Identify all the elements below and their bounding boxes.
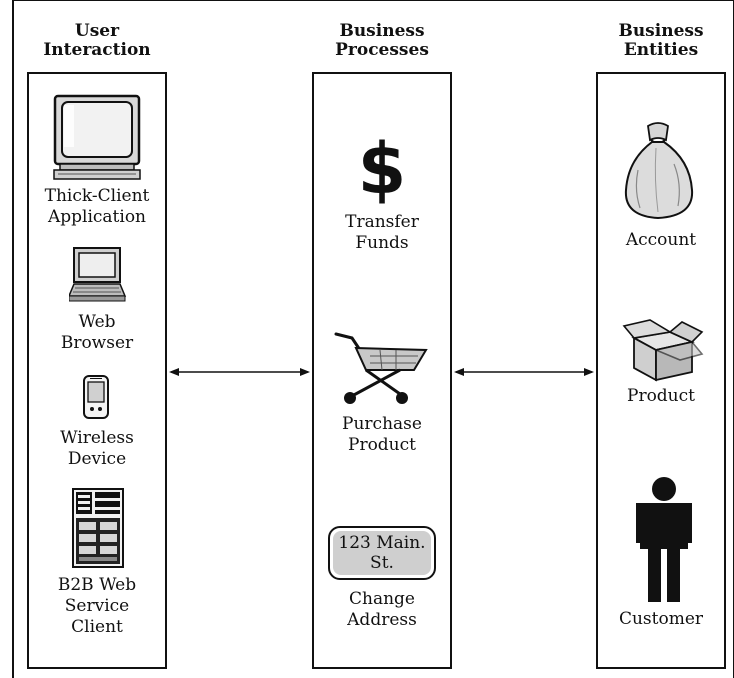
title-line: Processes [335, 40, 429, 60]
label-line: 123 Main. [338, 533, 426, 553]
bidirectional-arrow-right [454, 368, 594, 376]
label-b2b-web-service-client: B2B Web Service Client [27, 575, 167, 638]
dollar-icon: $ [357, 128, 407, 210]
address-label-text: 123 Main. St. [333, 531, 431, 575]
money-bag-icon [624, 122, 694, 220]
label-line: B2B Web [57, 575, 137, 595]
title-line: User [74, 21, 120, 41]
label-line: Change [349, 589, 415, 609]
handheld-device-icon [83, 375, 109, 419]
label-purchase-product: Purchase Product [312, 414, 452, 456]
label-line: Service [64, 596, 130, 616]
label-account: Account [596, 230, 726, 251]
label-line: Application [47, 207, 147, 227]
label-customer: Customer [596, 609, 726, 630]
label-line: Browser [60, 333, 134, 353]
label-line: Address [347, 610, 417, 630]
title-line: Entities [623, 40, 699, 60]
label-product: Product [596, 386, 726, 407]
label-line: Web [78, 312, 116, 332]
label-line: Product [348, 435, 416, 455]
laptop-icon [69, 247, 127, 302]
label-wireless-device: Wireless Device [27, 428, 167, 470]
label-line: Client [71, 617, 123, 637]
label-line: Device [67, 449, 127, 469]
column-title-user-interaction: User Interaction [27, 22, 167, 60]
title-line: Interaction [43, 40, 151, 60]
title-line: Business [618, 21, 704, 41]
label-transfer-funds: Transfer Funds [312, 212, 452, 254]
label-line: Purchase [342, 414, 422, 434]
label-line: Transfer [345, 212, 419, 232]
label-web-browser: Web Browser [27, 312, 167, 354]
shopping-cart-icon [334, 332, 428, 404]
label-line: Funds [355, 233, 409, 253]
column-title-business-entities: Business Entities [596, 22, 726, 60]
column-title-business-processes: Business Processes [312, 22, 452, 60]
server-icon [72, 488, 124, 568]
bidirectional-arrow-left [169, 368, 310, 376]
label-change-address: Change Address [312, 589, 452, 631]
address-label-icon: 123 Main. St. [328, 526, 436, 580]
label-line: St. [370, 553, 394, 573]
box-icon [622, 319, 704, 382]
label-thick-client-application: Thick-Client Application [27, 186, 167, 228]
label-line: Account [625, 230, 697, 250]
person-icon [636, 477, 692, 602]
label-line: Wireless [60, 428, 134, 448]
label-line: Customer [618, 609, 704, 629]
title-line: Business [339, 21, 425, 41]
label-line: Product [627, 386, 695, 406]
label-line: Thick-Client [44, 186, 150, 206]
monitor-icon [53, 94, 141, 180]
